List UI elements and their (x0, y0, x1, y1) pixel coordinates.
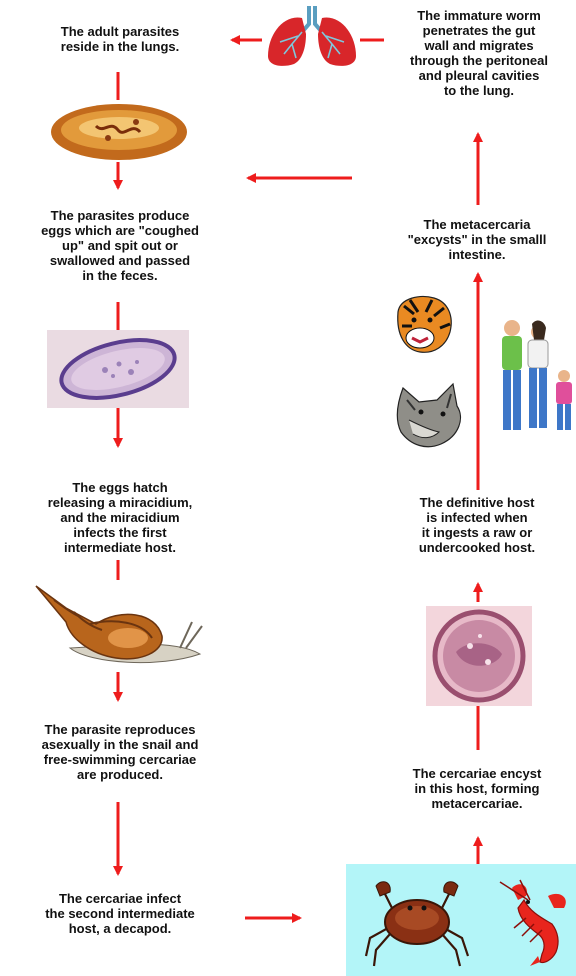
snail-icon (30, 578, 210, 674)
wolf-icon (393, 380, 469, 450)
egg-icon (47, 330, 189, 408)
lungs-icon (262, 4, 362, 70)
adult-fluke-icon (48, 100, 190, 164)
crab-icon (364, 876, 470, 968)
metacercaria-icon (426, 606, 532, 706)
crayfish-icon (490, 878, 576, 968)
human-family-icon (494, 318, 576, 436)
tiger-icon (390, 292, 456, 356)
